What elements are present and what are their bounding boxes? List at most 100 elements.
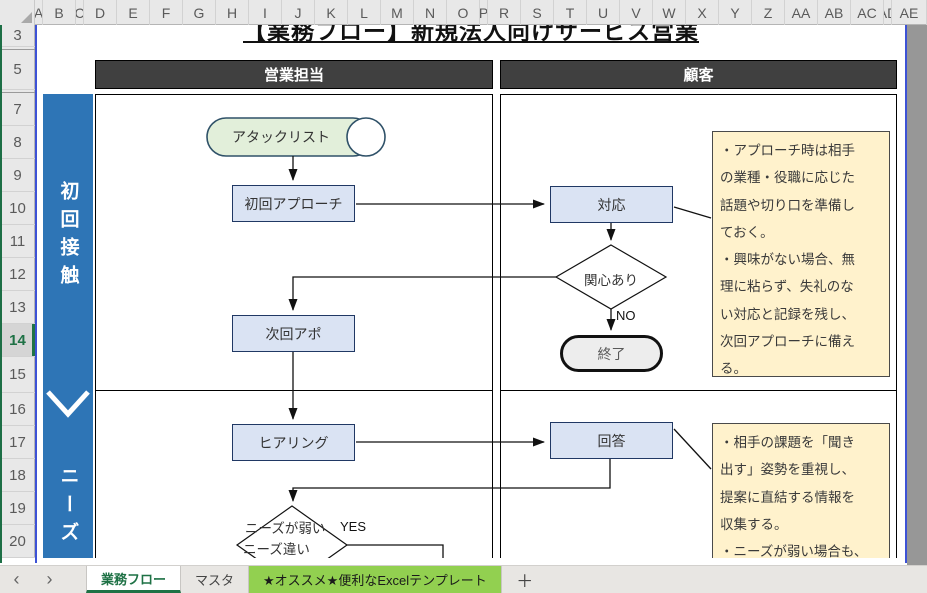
new-sheet-button[interactable]: ＋ (516, 572, 534, 591)
note-line: 出す」姿勢を重視し、 (720, 462, 855, 478)
note-line: る。 (720, 361, 747, 377)
column-header-u[interactable]: U (587, 0, 620, 25)
phase-label-first-contact: 初回接触 (57, 181, 79, 293)
lane-header-customer[interactable]: 顧客 (500, 60, 897, 89)
note-line: い対応と記録を残し、 (720, 306, 855, 322)
note-line: 話題や切り口を準備し (720, 197, 855, 213)
column-header-z[interactable]: Z (752, 0, 785, 25)
select-all-triangle-icon (21, 12, 32, 23)
column-header-o[interactable]: O (447, 0, 480, 25)
node-response[interactable]: 対応 (550, 186, 673, 223)
row-header-14[interactable]: 14 (0, 324, 35, 357)
column-header-n[interactable]: N (414, 0, 447, 25)
note-line: ・興味がない場合、無 (720, 252, 855, 268)
sheet-title[interactable]: 【業務フロー】新規法人向けサービス営業 (243, 25, 699, 44)
lane-box-sales (95, 94, 493, 558)
phase-divider-line (95, 390, 493, 391)
sheet-tab-item[interactable]: ★オススメ★便利なExcelテンプレート (249, 566, 502, 593)
lane-box-customer (500, 94, 897, 558)
row-header-7[interactable]: 7 (0, 93, 35, 126)
row-header-9[interactable]: 9 (0, 159, 35, 192)
row-header-hidden[interactable] (0, 90, 35, 93)
node-end[interactable]: 終了 (560, 335, 663, 372)
column-header-y[interactable]: Y (719, 0, 752, 25)
decision-needs-mismatch-label: ニーズ違い (243, 542, 310, 557)
column-header-j[interactable]: J (282, 0, 315, 25)
node-hearing[interactable]: ヒアリング (232, 424, 355, 461)
row-header-8[interactable]: 8 (0, 126, 35, 159)
node-answer[interactable]: 回答 (550, 422, 673, 459)
column-header-i[interactable]: I (249, 0, 282, 25)
select-all-corner[interactable] (0, 0, 35, 25)
column-header-b[interactable]: B (43, 0, 76, 25)
note-hearing-tips[interactable]: ・相手の課題を「聞き出す」姿勢を重視し、提案に直結する情報を収集する。・ニーズが… (712, 423, 890, 558)
phase-divider-line (500, 390, 897, 391)
column-header-ad[interactable]: AD (884, 0, 892, 25)
page-break-line (35, 25, 37, 563)
column-header-s[interactable]: S (521, 0, 554, 25)
column-header-t[interactable]: T (554, 0, 587, 25)
column-header-ac[interactable]: AC (851, 0, 884, 25)
column-header-ae[interactable]: AE (892, 0, 927, 25)
row-header-17[interactable]: 17 (0, 426, 35, 459)
column-header-h[interactable]: H (216, 0, 249, 25)
column-header-e[interactable]: E (117, 0, 150, 25)
sheet-tab-active[interactable]: 業務フロー (86, 566, 182, 593)
sheet-tab-bar: ‹ › 業務フローマスタ★オススメ★便利なExcelテンプレート ＋ (0, 565, 927, 593)
column-header-r[interactable]: R (488, 0, 521, 25)
column-header-aa[interactable]: AA (785, 0, 818, 25)
column-header-w[interactable]: W (653, 0, 686, 25)
row-header-5[interactable]: 5 (0, 50, 35, 90)
column-header-m[interactable]: M (381, 0, 414, 25)
row-header-18[interactable]: 18 (0, 459, 35, 492)
decision-needs-shape[interactable] (235, 505, 349, 558)
row-header-20[interactable]: 20 (0, 525, 35, 558)
row-header-15[interactable]: 15 (0, 357, 35, 393)
node-first-approach[interactable]: 初回アプローチ (232, 185, 355, 222)
note-line: 理に粘らず、失礼のな (720, 279, 854, 295)
flow-connectors (206, 117, 712, 558)
row-header-19[interactable]: 19 (0, 492, 35, 525)
row-header-11[interactable]: 11 (0, 225, 35, 258)
sheet-tab-item[interactable]: マスタ (181, 566, 250, 593)
row-header-12[interactable]: 12 (0, 258, 35, 291)
row-header-10[interactable]: 10 (0, 192, 35, 225)
column-header-g[interactable]: G (183, 0, 216, 25)
note-line: 提案に直結する情報を (720, 489, 855, 505)
column-headers: ABCDEFGHIJKLMNOPRSTUVWXYZAAABACADAE (35, 0, 927, 25)
tab-scroll-right-icon[interactable]: › (46, 569, 53, 589)
row-header-hidden[interactable] (0, 47, 35, 50)
column-header-v[interactable]: V (620, 0, 653, 25)
note-line: ておく。 (720, 224, 774, 240)
column-header-p[interactable]: P (480, 0, 488, 25)
column-header-k[interactable]: K (315, 0, 348, 25)
column-header-ab[interactable]: AB (818, 0, 851, 25)
column-header-a[interactable]: A (35, 0, 43, 25)
column-header-f[interactable]: F (150, 0, 183, 25)
column-header-l[interactable]: L (348, 0, 381, 25)
node-attack-list[interactable]: アタックリスト (232, 129, 330, 145)
note-line: ・ニーズが弱い場合も、 (720, 544, 868, 558)
tab-scroll-left-icon[interactable]: ‹ (13, 569, 20, 589)
note-approach-tips[interactable]: ・アプローチ時は相手の業種・役職に応じた話題や切り口を準備しておく。・興味がない… (712, 131, 890, 377)
row-header-3[interactable]: 3 (0, 25, 35, 47)
terminator-attack-list-shape[interactable] (206, 117, 386, 157)
column-header-x[interactable]: X (686, 0, 719, 25)
column-header-d[interactable]: D (84, 0, 117, 25)
row-header-16[interactable]: 16 (0, 393, 35, 426)
column-header-strip: ABCDEFGHIJKLMNOPRSTUVWXYZAAABACADAE (0, 0, 927, 25)
note-line: 次回アプローチに備え (720, 334, 855, 350)
note-line: ・相手の課題を「聞き (720, 435, 855, 450)
decision-interested-shape[interactable] (554, 244, 668, 310)
node-next-appointment[interactable]: 次回アポ (232, 315, 355, 352)
branch-yes-label: YES (340, 519, 367, 534)
phase-banner[interactable] (43, 94, 93, 558)
note-line: 収集する。 (720, 516, 788, 532)
worksheet-canvas[interactable]: 【業務フロー】新規法人向けサービス営業 営業担当 顧客 初回接触 ニーズ (35, 25, 905, 558)
page-break-line (905, 25, 907, 563)
row-header-13[interactable]: 13 (0, 291, 35, 324)
lane-header-sales[interactable]: 営業担当 (95, 60, 493, 89)
decision-interested-label: 関心あり (584, 273, 638, 288)
sheet-tabs: 業務フローマスタ★オススメ★便利なExcelテンプレート (86, 566, 502, 593)
column-header-c[interactable]: C (76, 0, 84, 25)
